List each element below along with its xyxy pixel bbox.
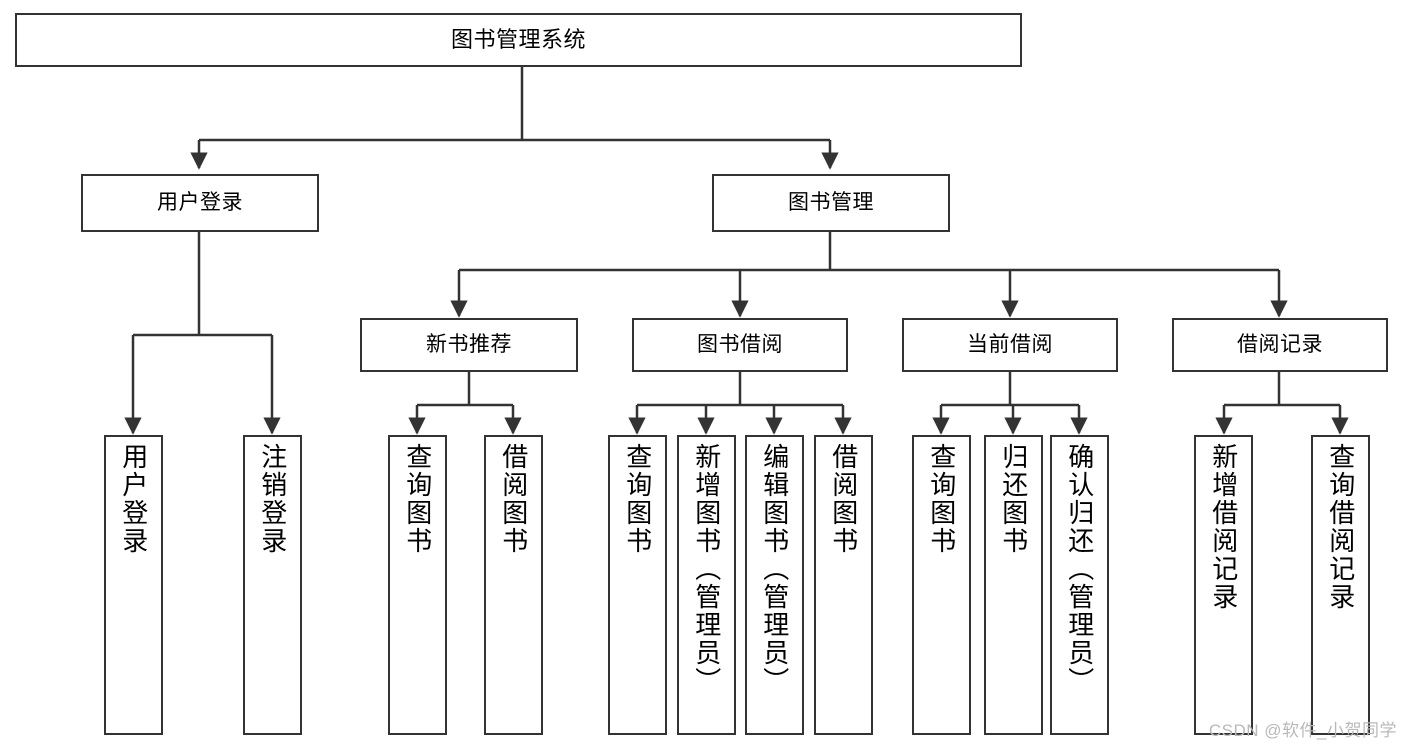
node-borrow-record-label: 借阅记录 — [1237, 332, 1323, 356]
node-book-borrow-label: 图书借阅 — [697, 332, 783, 356]
node-leaf-query-book-3-label: 查询图书 — [926, 443, 957, 555]
node-leaf-user-login[interactable]: 用户登录 — [104, 435, 163, 735]
node-leaf-edit-book-label: 编辑图书（管理员） — [759, 443, 790, 695]
node-leaf-logout-label: 注销登录 — [257, 443, 288, 555]
node-leaf-query-record[interactable]: 查询借阅记录 — [1311, 435, 1370, 735]
node-root-label: 图书管理系统 — [450, 27, 586, 53]
node-leaf-borrow-book-1-label: 借阅图书 — [498, 443, 529, 555]
node-leaf-query-book-2[interactable]: 查询图书 — [608, 435, 667, 735]
node-leaf-edit-book[interactable]: 编辑图书（管理员） — [745, 435, 804, 735]
node-leaf-query-book-1-label: 查询图书 — [402, 443, 433, 555]
watermark: CSDN @软件_小贺同学 — [1208, 721, 1397, 740]
node-user-login-label: 用户登录 — [157, 190, 243, 214]
node-leaf-add-book-label: 新增图书（管理员） — [691, 443, 722, 695]
node-root[interactable]: 图书管理系统 — [15, 13, 1022, 67]
node-leaf-query-book-1[interactable]: 查询图书 — [388, 435, 447, 735]
node-book-manage[interactable]: 图书管理 — [712, 174, 950, 232]
node-leaf-confirm-return-label: 确认归还（管理员） — [1064, 443, 1095, 695]
node-user-login[interactable]: 用户登录 — [81, 174, 319, 232]
node-borrow-record[interactable]: 借阅记录 — [1172, 318, 1388, 372]
node-new-book-recommend[interactable]: 新书推荐 — [360, 318, 578, 372]
node-leaf-user-login-label: 用户登录 — [118, 443, 149, 555]
node-leaf-add-book[interactable]: 新增图书（管理员） — [677, 435, 736, 735]
node-new-book-recommend-label: 新书推荐 — [426, 332, 512, 356]
node-leaf-confirm-return[interactable]: 确认归还（管理员） — [1050, 435, 1109, 735]
node-current-borrow[interactable]: 当前借阅 — [902, 318, 1118, 372]
node-leaf-borrow-book-1[interactable]: 借阅图书 — [484, 435, 543, 735]
node-leaf-borrow-book-2[interactable]: 借阅图书 — [814, 435, 873, 735]
node-book-manage-label: 图书管理 — [788, 190, 874, 214]
node-leaf-logout[interactable]: 注销登录 — [243, 435, 302, 735]
node-leaf-borrow-book-2-label: 借阅图书 — [828, 443, 859, 555]
node-leaf-query-book-2-label: 查询图书 — [622, 443, 653, 555]
node-book-borrow[interactable]: 图书借阅 — [632, 318, 848, 372]
node-current-borrow-label: 当前借阅 — [967, 332, 1053, 356]
node-leaf-return-book-label: 归还图书 — [998, 443, 1029, 555]
node-leaf-query-book-3[interactable]: 查询图书 — [912, 435, 971, 735]
node-leaf-query-record-label: 查询借阅记录 — [1325, 443, 1356, 611]
node-leaf-return-book[interactable]: 归还图书 — [984, 435, 1043, 735]
node-leaf-add-record[interactable]: 新增借阅记录 — [1194, 435, 1253, 735]
node-leaf-add-record-label: 新增借阅记录 — [1208, 443, 1239, 611]
